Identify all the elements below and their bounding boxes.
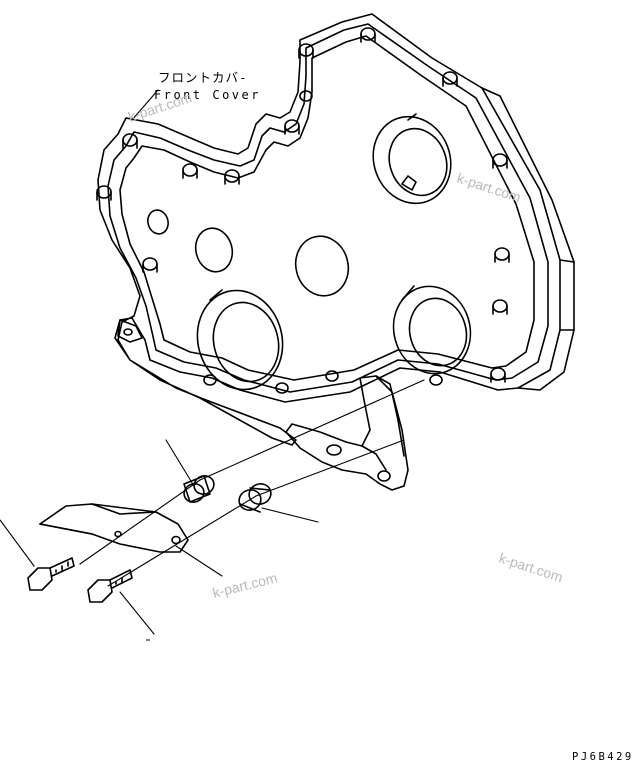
bolt-right (88, 570, 132, 602)
spacer-lower (236, 481, 274, 513)
drawing-code: PJ6B429 (572, 751, 634, 763)
watermark-right-lower: k-part.com (497, 550, 565, 586)
cover-bolt-bosses (97, 28, 509, 393)
spacer-upper (182, 473, 217, 505)
watermark-right-upper: k-part.com (455, 170, 523, 206)
front-cover (97, 14, 574, 445)
cover-plate (40, 504, 188, 552)
assembly-center-lines (80, 380, 424, 586)
part-name-japanese: フロントカバ- (158, 70, 248, 85)
support-bracket (286, 376, 408, 490)
part-name-english: Front Cover (154, 88, 261, 102)
leader-lines (0, 90, 318, 634)
watermark-bottom-left: k-part.com (211, 569, 279, 601)
bolt-left (28, 558, 74, 590)
